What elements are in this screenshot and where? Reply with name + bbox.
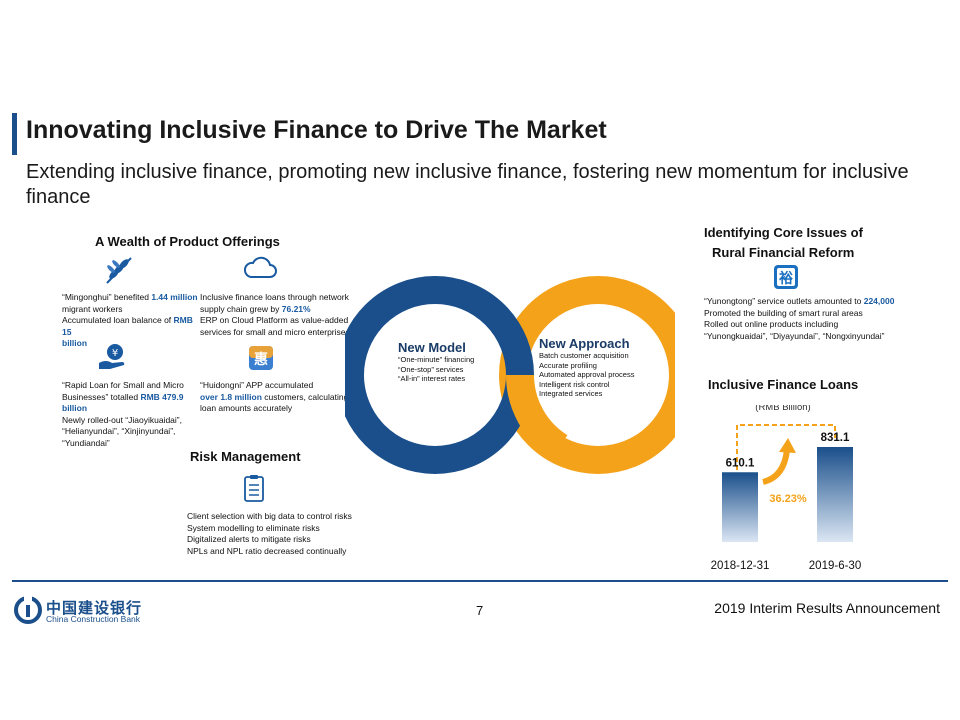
chart-bar <box>817 447 853 542</box>
growth-label: 36.23% <box>769 493 807 505</box>
svg-text:惠: 惠 <box>254 351 268 368</box>
hand-yuan-icon: ¥ <box>99 344 125 369</box>
risk-item: System modelling to eliminate risks <box>187 522 320 533</box>
inclusive-finance-loans-chart: (RMB Billion) 36.23% 610.1 2018-12-31 831.… <box>711 405 862 572</box>
page-number: 7 <box>476 603 484 618</box>
growth-arrow-shaft <box>762 449 790 485</box>
new-model-block: New Model “One-minute” financing “One-st… <box>398 340 475 383</box>
chart-bar <box>722 472 758 542</box>
risk-item: Digitalized alerts to mitigate risks <box>187 534 311 544</box>
product-item-network-supply-chain: Inclusive finance loans through network … <box>200 292 350 337</box>
svg-text:¥: ¥ <box>112 348 118 359</box>
growth-arrow-head <box>779 438 796 453</box>
page-title: Innovating Inclusive Finance to Drive Th… <box>26 116 607 144</box>
wheat-icon <box>106 257 132 284</box>
chart-title: Inclusive Finance Loans <box>708 377 859 392</box>
title-accent-bar <box>12 113 17 155</box>
product-item-rapid-loan: “Rapid Loan for Small and Micro Business… <box>62 380 184 448</box>
products-heading: A Wealth of Product Offerings <box>95 234 280 249</box>
growth-dashed-connector <box>736 424 836 478</box>
risk-list: Client selection with big data to contro… <box>187 511 357 557</box>
ccb-logo-icon <box>14 596 42 624</box>
risk-heading: Risk Management <box>190 449 301 464</box>
chart-category-label: 2018-12-31 <box>711 560 770 572</box>
new-model-title: New Model <box>398 340 466 355</box>
yunongtong-logo-icon: 裕 <box>774 265 798 289</box>
risk-item: NPLs and NPL ratio decreased continually <box>187 545 347 556</box>
clipboard-checklist-icon <box>244 475 264 502</box>
risk-item: Client selection with big data to contro… <box>187 511 352 521</box>
product-item-huidongni: “Huidongni” APP accumulated over 1.8 mil… <box>200 380 349 413</box>
huidongni-app-icon: 惠 <box>249 346 273 370</box>
new-approach-block: New Approach Batch customer acquisition … <box>539 336 635 398</box>
rural-heading-line1: Identifying Core Issues of <box>704 225 863 240</box>
ring-overlap <box>506 374 568 459</box>
cloud-icon <box>243 256 277 278</box>
logo-english-name: China Construction Bank <box>46 614 141 624</box>
model-approach-rings <box>345 276 675 474</box>
rural-heading-line2: Rural Financial Reform <box>712 245 855 260</box>
new-approach-title: New Approach <box>539 336 630 351</box>
logo-chinese-name: 中国建设银行 <box>46 599 143 617</box>
chart-unit-label: (RMB Billion) <box>755 405 810 413</box>
page-subtitle: Extending inclusive finance, promoting n… <box>26 161 909 208</box>
footer-report-title: 2019 Interim Results Announcement <box>714 600 940 616</box>
chart-category-label: 2019-6-30 <box>809 560 861 572</box>
footer-rule <box>12 580 948 582</box>
product-item-mingonghui: “Mingonghui” benefited 1.44 million migr… <box>62 292 198 348</box>
rural-details: “Yunongtong” service outlets amounted to… <box>704 296 895 341</box>
svg-text:裕: 裕 <box>778 270 793 287</box>
chart-value-label: 610.1 <box>726 457 755 469</box>
chart-value-label: 831.1 <box>821 432 850 444</box>
